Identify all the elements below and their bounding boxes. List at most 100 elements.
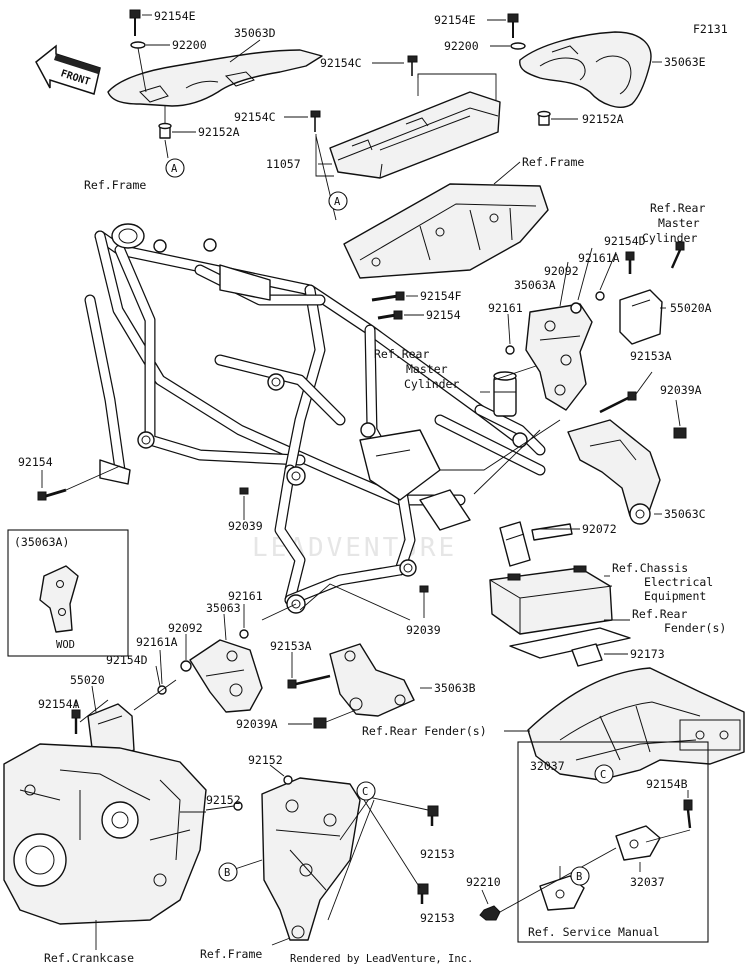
label-35063e: 35063E	[664, 55, 706, 69]
spacer-92092-right[interactable]	[570, 302, 582, 314]
bracket-35063a[interactable]	[525, 303, 593, 411]
bolt-92154f[interactable]	[371, 291, 405, 302]
plate-32037-left[interactable]	[539, 875, 585, 911]
label-35063: 35063	[206, 601, 241, 615]
cover-35063d[interactable]	[107, 49, 323, 107]
label-92152-2: 92152	[206, 793, 241, 807]
label-92039a-left: 92039A	[236, 717, 278, 731]
bolt-92153a-left[interactable]	[287, 674, 331, 689]
washer-92200-left[interactable]	[130, 41, 146, 49]
bolt-92153a-right[interactable]	[599, 391, 637, 414]
bolt-92154d-top[interactable]	[670, 241, 685, 269]
footer-credit: Rendered by LeadVenture, Inc.	[290, 953, 473, 965]
case-11057[interactable]	[329, 91, 501, 179]
band-92173[interactable]	[571, 643, 603, 667]
label-92154c-top: 92154C	[320, 56, 362, 70]
label-92152a-left: 92152A	[198, 125, 240, 139]
label-ref-rear-fender-b: Ref.Rear Fender(s)	[362, 724, 487, 738]
crankcase-ref[interactable]	[3, 743, 207, 925]
nut-92039a-left[interactable]	[313, 717, 327, 729]
label-92152-1: 92152	[248, 753, 283, 767]
svg-text:B: B	[224, 867, 230, 879]
nut-92039a-right[interactable]	[673, 427, 687, 439]
label-92154e-right: 92154E	[434, 13, 476, 27]
inset-caption: WOD	[56, 639, 75, 651]
battery-ref[interactable]	[489, 565, 613, 635]
plate-32037-right[interactable]	[615, 825, 661, 861]
battery-mat[interactable]	[509, 627, 631, 659]
heel-guard-35063c[interactable]	[567, 419, 661, 525]
label-ref-chassis-3: Equipment	[644, 589, 706, 603]
nut-92039-lower[interactable]	[419, 585, 429, 593]
bolt-92153-lower[interactable]	[417, 883, 429, 904]
collar-92161a-right[interactable]	[595, 291, 605, 301]
label-92153a-left: 92153A	[270, 639, 312, 653]
label-55020a: 55020A	[670, 301, 712, 315]
collar-92152-1[interactable]	[283, 775, 293, 785]
spacer-92092-left[interactable]	[180, 660, 192, 672]
engine-bracket[interactable]	[261, 777, 361, 941]
bolt-92154a[interactable]	[71, 709, 81, 734]
bracket-35063b[interactable]	[329, 643, 415, 717]
label-ref-crankcase: Ref.Crankcase	[44, 951, 134, 965]
label-ref-rm2-3: Cylinder	[404, 377, 459, 391]
label-11057: 11057	[266, 157, 301, 171]
bolt-92153-upper[interactable]	[427, 805, 439, 826]
bolt-92154e-right[interactable]	[507, 13, 519, 38]
screw-92154c-mid[interactable]	[310, 110, 321, 132]
bolt-92154b[interactable]	[683, 799, 693, 829]
label-ref-frame-left: Ref.Frame	[84, 178, 146, 192]
front-arrow-icon: FRONT	[35, 44, 101, 95]
grommet-92152a-right[interactable]	[537, 110, 551, 126]
main-frame[interactable]	[84, 223, 546, 614]
washer-92200-right[interactable]	[510, 42, 526, 50]
battery-band-92072[interactable]	[499, 521, 573, 567]
label-92153a-right: 92153A	[630, 349, 672, 363]
battery-tray[interactable]	[343, 183, 549, 279]
grommet-92152a-left[interactable]	[158, 122, 172, 139]
label-ref-rear-fender-2: Fender(s)	[664, 621, 726, 635]
service-box-title: Ref. Service Manual	[528, 925, 660, 939]
label-92152a-right: 92152A	[582, 112, 624, 126]
label-ref-rear-master-1: Ref.Rear	[650, 201, 705, 215]
callout-c-service: C	[594, 764, 614, 784]
callout-b-service: B	[570, 866, 590, 886]
label-92153-lower: 92153	[420, 911, 455, 925]
label-92154d-left: 92154D	[106, 653, 148, 667]
label-32037-left: 32037	[530, 759, 565, 773]
collar-92161-left[interactable]	[239, 629, 249, 639]
bolt-92154-mid[interactable]	[377, 310, 403, 320]
label-92154a: 92154A	[38, 697, 80, 711]
label-92092-right: 92092	[544, 264, 579, 278]
label-ref-rm2-1: Ref.Rear	[374, 347, 429, 361]
inset-title: (35063A)	[14, 535, 69, 549]
label-35063c: 35063C	[664, 507, 706, 521]
label-92161-left: 92161	[228, 589, 263, 603]
label-ref-rear-master-2: Master	[658, 216, 700, 230]
callout-b-bottom: B	[218, 862, 238, 882]
label-ref-frame-bottom: Ref.Frame	[200, 947, 262, 961]
callout-a-top: A	[165, 158, 185, 178]
bolt-92154e-left[interactable]	[129, 9, 141, 36]
rubber-55020a[interactable]	[619, 289, 663, 345]
label-92210: 92210	[466, 875, 501, 889]
label-ref-chassis-1: Ref.Chassis	[612, 561, 688, 575]
bracket-35063a-wod[interactable]	[39, 565, 79, 633]
rear-fender-ref[interactable]	[527, 667, 745, 781]
cover-35063e[interactable]	[519, 31, 652, 108]
bolt-92154d-right[interactable]	[625, 251, 635, 274]
label-92039-lower: 92039	[406, 623, 441, 637]
nut-92039-upper[interactable]	[239, 487, 249, 495]
collar-92161-right[interactable]	[505, 345, 515, 355]
label-55020: 55020	[70, 673, 105, 687]
svg-text:B: B	[576, 871, 582, 883]
bracket-35063[interactable]	[189, 639, 263, 713]
screw-92154c-top[interactable]	[407, 55, 418, 76]
inset-box	[7, 529, 129, 657]
label-92154f: 92154F	[420, 289, 462, 303]
svg-text:A: A	[171, 163, 178, 175]
label-35063b: 35063B	[434, 681, 476, 695]
nut-92210[interactable]	[479, 905, 501, 921]
bolt-92154-left[interactable]	[37, 488, 67, 501]
label-92154-mid: 92154	[426, 308, 461, 322]
